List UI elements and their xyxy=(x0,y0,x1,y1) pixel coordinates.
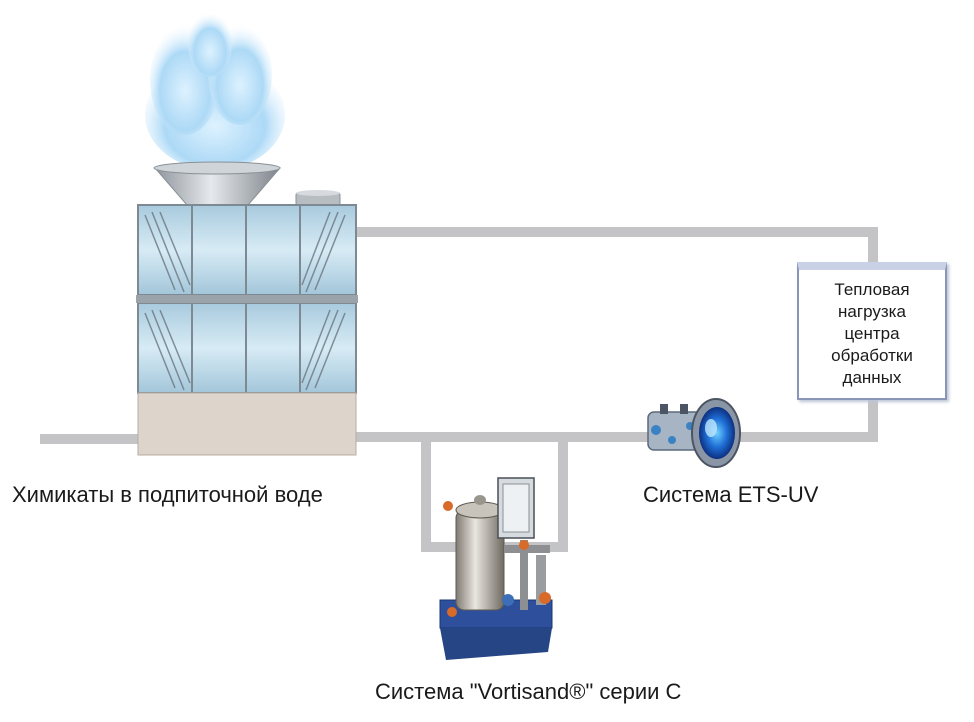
ets-uv-unit xyxy=(647,398,741,468)
hot-water-pipe xyxy=(355,227,878,262)
data-center-heat-load-box: Тепловая нагрузка центра обработки данны… xyxy=(797,262,947,400)
tower-basin xyxy=(137,392,357,456)
vapor-plume xyxy=(145,13,285,170)
cooling-tower xyxy=(136,13,358,456)
cold-water-pipe xyxy=(355,400,878,442)
chemicals-label: Химикаты в подпиточной воде xyxy=(12,482,323,507)
vortisand-unit xyxy=(439,477,553,660)
vortisand-label: Система "Vortisand®" серии C xyxy=(375,679,682,704)
ets-uv-label: Система ETS-UV xyxy=(643,482,819,507)
heat-load-label: Тепловая нагрузка центра обработки данны… xyxy=(831,280,913,387)
